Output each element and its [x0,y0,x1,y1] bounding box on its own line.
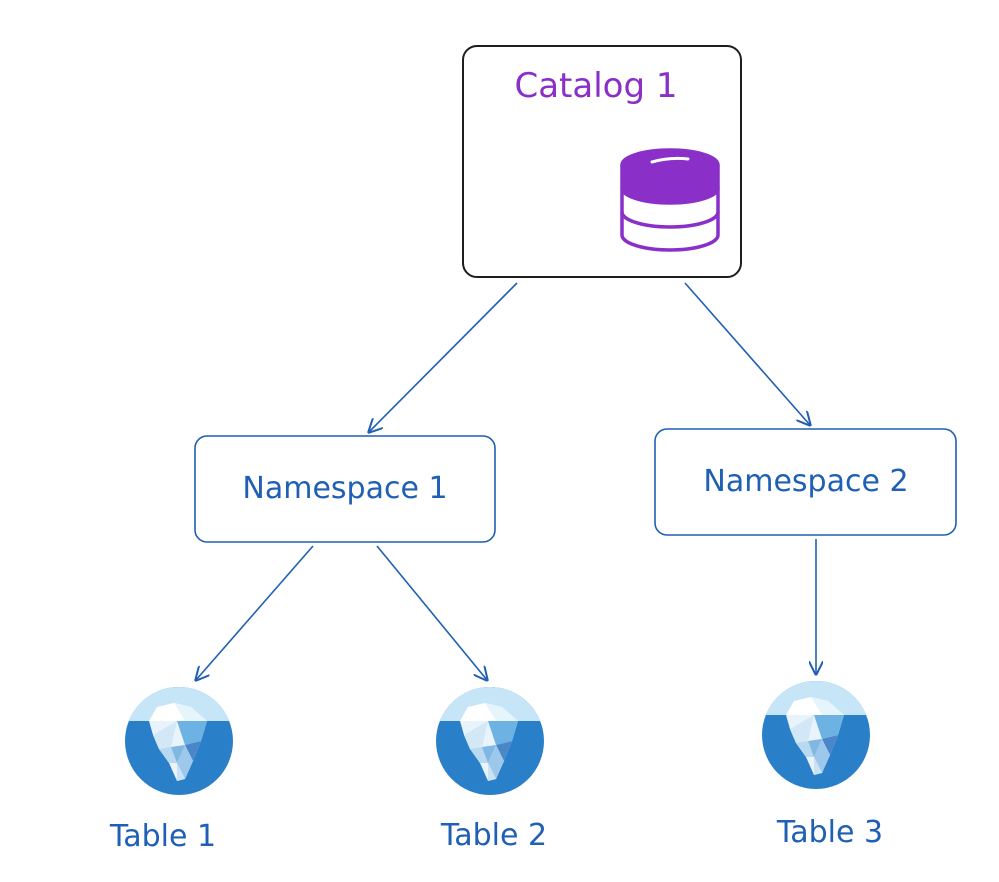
namespace-label-1: Namespace 1 [242,471,447,506]
namespace-label-2: Namespace 2 [703,464,908,499]
table-label-3: Table 3 [776,815,883,850]
table-node-3[interactable] [756,675,876,795]
namespace-node-2[interactable]: Namespace 2 [654,428,957,536]
catalog-node[interactable]: Catalog 1 [462,45,742,278]
catalog-title: Catalog 1 [514,66,677,106]
table-node-1[interactable] [119,681,239,801]
namespace-node-1[interactable]: Namespace 1 [194,435,496,543]
edge-catalog-namespace-1 [369,282,518,432]
database-icon [620,148,720,252]
table-label-2: Table 2 [440,818,547,853]
edge-namespace-1-table-2 [376,545,487,680]
iceberg-icon [430,681,550,801]
table-node-2[interactable] [430,681,550,801]
table-label-1: Table 1 [109,819,216,854]
edges [196,282,816,680]
edge-catalog-namespace-2 [684,282,810,425]
edge-namespace-1-table-1 [196,545,314,680]
iceberg-icon [119,681,239,801]
iceberg-icon [756,675,876,795]
